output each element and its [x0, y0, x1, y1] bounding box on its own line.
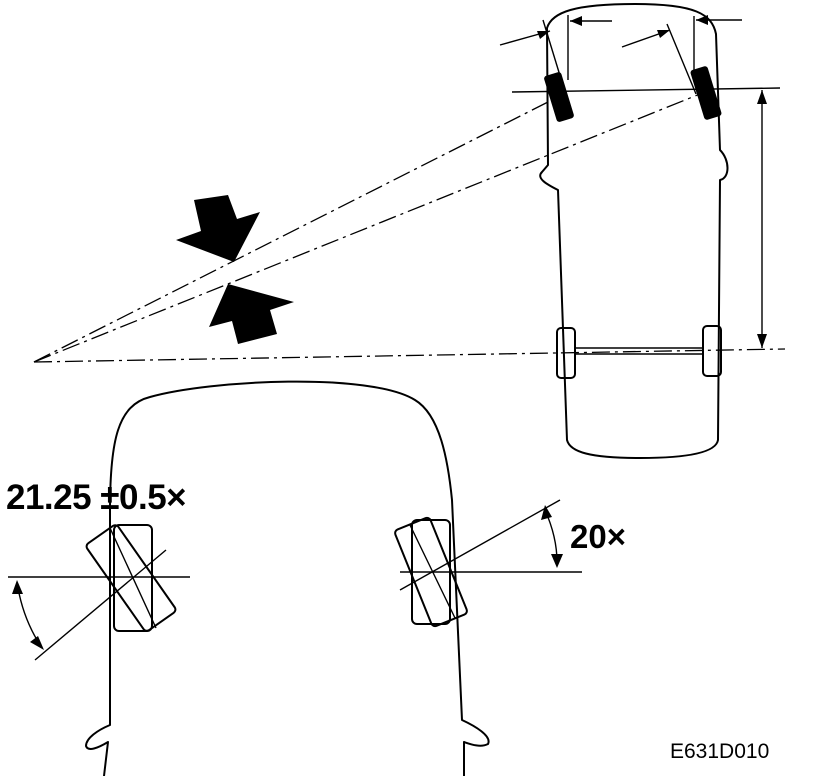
front-right-wheel-axis [666, 23, 697, 95]
left-angle-arrow-bottom [30, 636, 44, 650]
rear-axle-projection [33, 348, 786, 363]
vehicle-front-view [8, 380, 582, 776]
wheelbase-reference-top [511, 87, 781, 93]
front-left-wheel [544, 72, 574, 122]
left-angle-line [34, 549, 167, 661]
front-right-projection [33, 93, 701, 363]
vehicle-front-outline [85, 380, 490, 776]
right-angle-arrow-top [541, 505, 552, 520]
dimension-arrowhead [570, 16, 582, 26]
wheelbase-arrow-top [757, 90, 767, 104]
front-right-wheel [690, 66, 722, 120]
figure-code: E631D010 [670, 740, 770, 763]
right-wheel-rotated [394, 516, 468, 628]
arrow-down-icon [176, 195, 260, 262]
dimension-arrowhead [696, 15, 708, 25]
right-angle-arrow-bottom [551, 554, 563, 568]
left-wheel-rotated [85, 524, 177, 632]
wheelbase-arrow-bottom [757, 334, 767, 348]
small-steering-angle-label: 20× [570, 518, 626, 555]
vehicle-top-view [499, 3, 781, 459]
vehicle-body-outline [539, 3, 729, 459]
left-angle-arrow-top [12, 580, 23, 594]
dimension-arrowhead [537, 31, 550, 39]
arrow-pair-icon [176, 195, 294, 344]
dimension-arrowhead [657, 30, 670, 38]
rear-right-wheel [702, 325, 722, 377]
turning-center-lines [33, 93, 786, 363]
left-wheel-steered [113, 524, 153, 632]
large-steering-angle-label: 21.25 ±0.5× [6, 478, 187, 517]
arrow-up-icon [209, 284, 294, 344]
right-angle-line [399, 499, 561, 591]
front-left-projection [33, 101, 549, 363]
